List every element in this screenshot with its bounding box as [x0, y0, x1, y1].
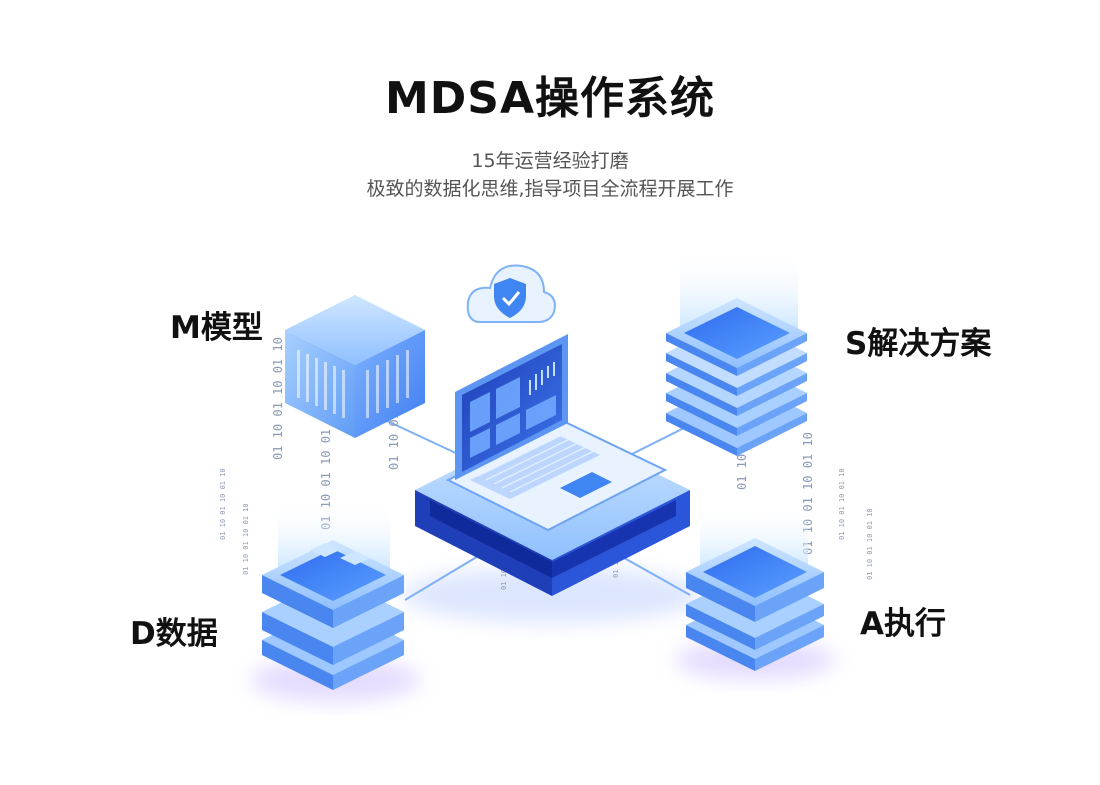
- page-title: MDSA操作系统: [384, 73, 716, 124]
- a-execution-stack: [686, 505, 824, 671]
- svg-text:01 10 01 10 01 10: 01 10 01 10 01 10: [271, 337, 285, 460]
- svg-text:01 10 01 10 01 10: 01 10 01 10 01 10: [319, 407, 333, 530]
- svg-text:01 10 01 10 01 10: 01 10 01 10 01 10: [866, 508, 874, 580]
- d-data-stack: [262, 500, 404, 690]
- d-data-label: D数据: [130, 616, 218, 652]
- s-solution-stack: [666, 250, 807, 456]
- m-model-label: M模型: [170, 310, 263, 346]
- svg-text:01 10 01 10 01 10: 01 10 01 10 01 10: [219, 468, 227, 540]
- svg-text:01 10 01 10 01 10: 01 10 01 10 01 10: [242, 503, 250, 575]
- subtitle-line-1: 15年运营经验打磨: [471, 150, 629, 172]
- connector-lines: [384, 419, 691, 601]
- cloud-shield-icon: [466, 264, 556, 323]
- a-execution-label: A执行: [860, 606, 946, 642]
- svg-text:01 10 01 10 01 10: 01 10 01 10 01 10: [838, 468, 846, 540]
- s-solution-label: S解决方案: [845, 326, 992, 362]
- laptop-platform: [415, 334, 690, 596]
- subtitle-line-2: 极致的数据化思维,指导项目全流程开展工作: [366, 178, 734, 200]
- m-model-cube: [285, 295, 425, 438]
